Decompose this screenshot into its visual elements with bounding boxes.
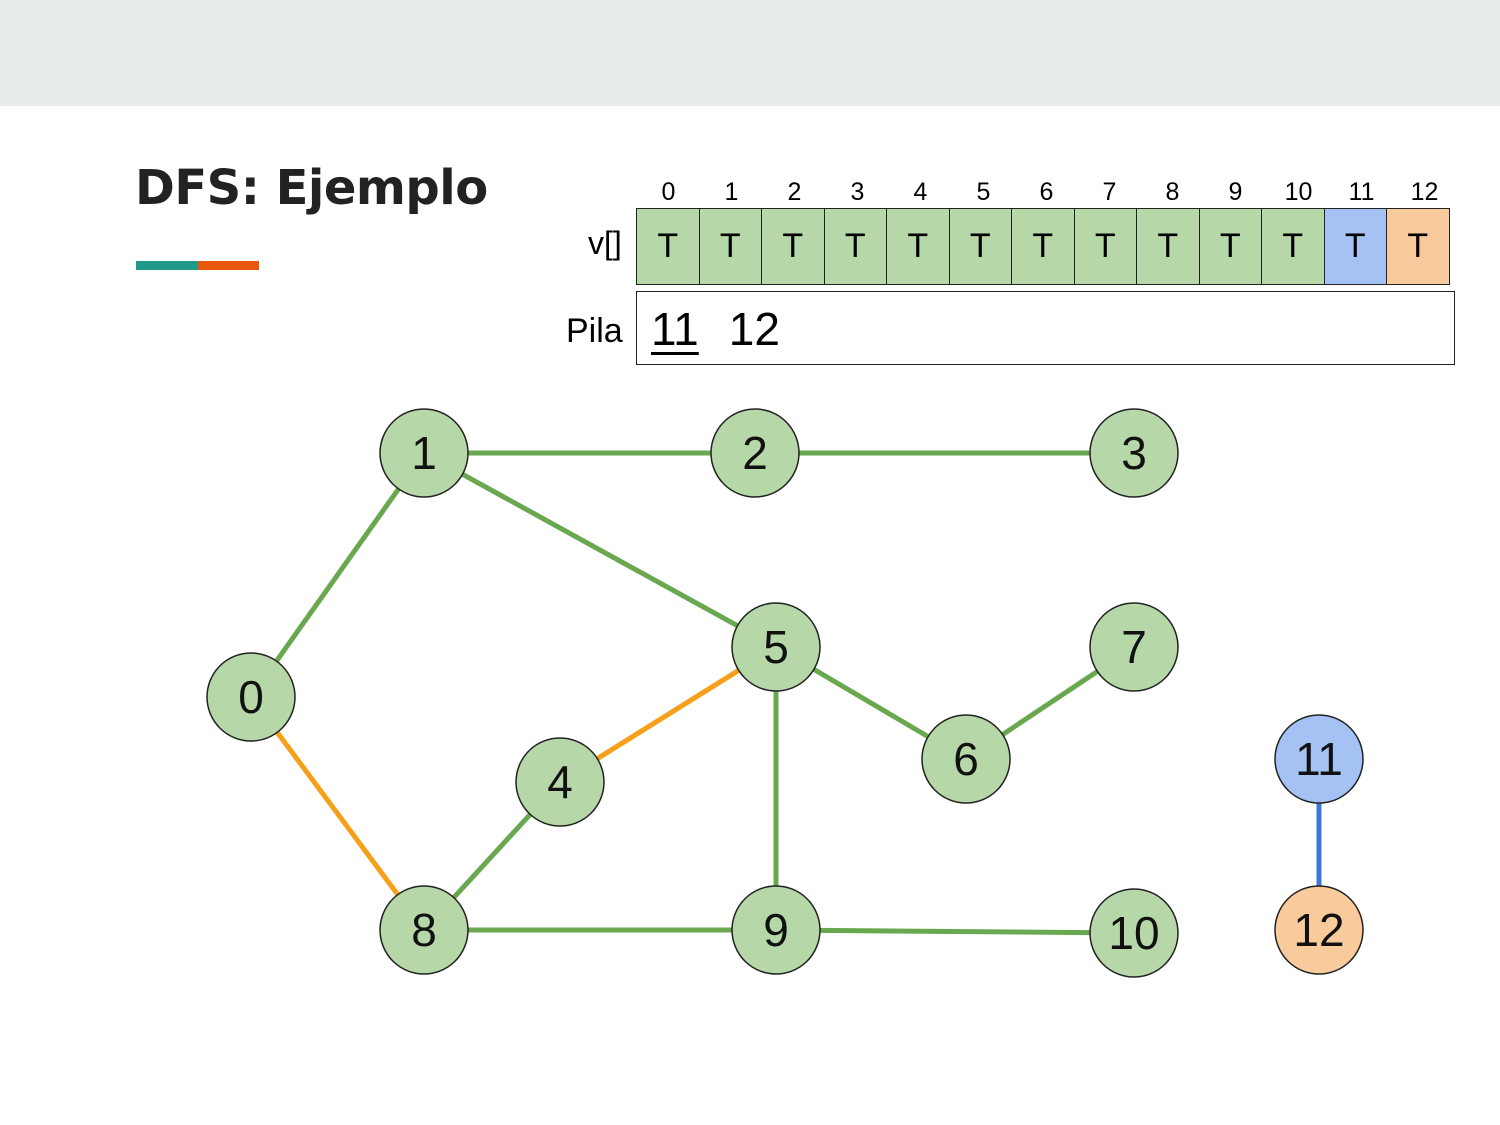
node-circle: [1274, 885, 1364, 975]
graph-edge-0-1: [248, 451, 427, 699]
graph-edge-1-5: [422, 450, 778, 650]
node-circle: [379, 408, 469, 498]
graph-node-3: 3: [1089, 408, 1179, 498]
graph-node-10: 10: [1089, 888, 1179, 978]
array-index: 8: [1165, 178, 1180, 206]
accent-teal-segment: [136, 261, 198, 270]
array-cell: T: [949, 209, 1012, 284]
node-circle: [731, 602, 821, 692]
accent-orange-segment: [198, 261, 259, 270]
visited-array: T T T T T T T T T T T T T: [636, 208, 1450, 285]
node-circle: [379, 885, 469, 975]
node-label: 6: [953, 733, 979, 785]
array-index: 11: [1348, 178, 1375, 206]
graph-node-12: 12: [1274, 885, 1364, 975]
stack-box: 11 12: [636, 291, 1455, 365]
node-label: 1: [411, 427, 437, 479]
visited-array-label: v[]: [588, 225, 622, 261]
stack-item: 12: [728, 303, 780, 355]
array-index: 9: [1228, 178, 1243, 206]
graph-node-5: 5: [731, 602, 821, 692]
array-cell: T: [1324, 209, 1387, 284]
array-cell: T: [762, 209, 825, 284]
node-circle: [206, 652, 296, 742]
node-label: 0: [238, 671, 264, 723]
node-label: 3: [1121, 427, 1147, 479]
node-label: 7: [1121, 621, 1147, 673]
node-label: 10: [1108, 907, 1159, 959]
graph-node-6: 6: [921, 714, 1011, 804]
graph-edge-0-8: [248, 695, 427, 932]
graph-node-0: 0: [206, 652, 296, 742]
slide-title: DFS: Ejemplo: [135, 160, 488, 216]
array-index: 6: [1039, 178, 1054, 206]
array-index: 0: [661, 178, 676, 206]
node-label: 9: [763, 904, 789, 956]
node-label: 4: [547, 756, 573, 808]
graph-node-4: 4: [515, 737, 605, 827]
node-circle: [710, 408, 800, 498]
node-circle: [1089, 602, 1179, 692]
node-label: 12: [1293, 904, 1344, 956]
array-index: 2: [787, 178, 802, 206]
array-index-row: 0 1 2 3 4 5 6 7 8 9 10 11 12: [637, 178, 1456, 208]
array-cell: T: [887, 209, 950, 284]
array-index: 3: [850, 178, 865, 206]
graph-edges: [248, 450, 1322, 936]
array-cell: T: [1199, 209, 1262, 284]
graph-node-11: 11: [1274, 714, 1364, 804]
array-index: 10: [1284, 178, 1313, 206]
array-cell: T: [1387, 209, 1450, 284]
node-circle: [1089, 408, 1179, 498]
array-cell: T: [1074, 209, 1137, 284]
graph-node-2: 2: [710, 408, 800, 498]
node-circle: [515, 737, 605, 827]
graph-edge-9-10: [775, 927, 1135, 936]
node-label: 2: [742, 427, 768, 479]
graph-node-9: 9: [731, 885, 821, 975]
graph-node-7: 7: [1089, 602, 1179, 692]
array-index: 4: [913, 178, 928, 206]
node-label: 11: [1295, 733, 1343, 785]
node-label: 5: [763, 621, 789, 673]
array-index: 1: [724, 178, 739, 206]
array-index: 7: [1102, 178, 1117, 206]
node-circle: [1089, 888, 1179, 978]
node-circle: [921, 714, 1011, 804]
stack-label: Pila: [566, 312, 623, 350]
graph-node-1: 1: [379, 408, 469, 498]
array-cell: T: [1137, 209, 1200, 284]
node-circle: [1274, 714, 1364, 804]
array-cell: T: [1262, 209, 1325, 284]
stack-item-top: 11: [651, 303, 699, 355]
array-cell: T: [699, 209, 762, 284]
array-cell: T: [1012, 209, 1075, 284]
title-accent-bar: [136, 261, 259, 270]
array-index: 5: [976, 178, 991, 206]
stack-items: 11 12: [651, 304, 780, 354]
node-circle: [731, 885, 821, 975]
array-index: 12: [1410, 178, 1439, 206]
graph-node-8: 8: [379, 885, 469, 975]
array-cell: T: [824, 209, 887, 284]
header-band: [0, 0, 1500, 106]
node-label: 8: [411, 904, 437, 956]
array-cell: T: [637, 209, 700, 284]
